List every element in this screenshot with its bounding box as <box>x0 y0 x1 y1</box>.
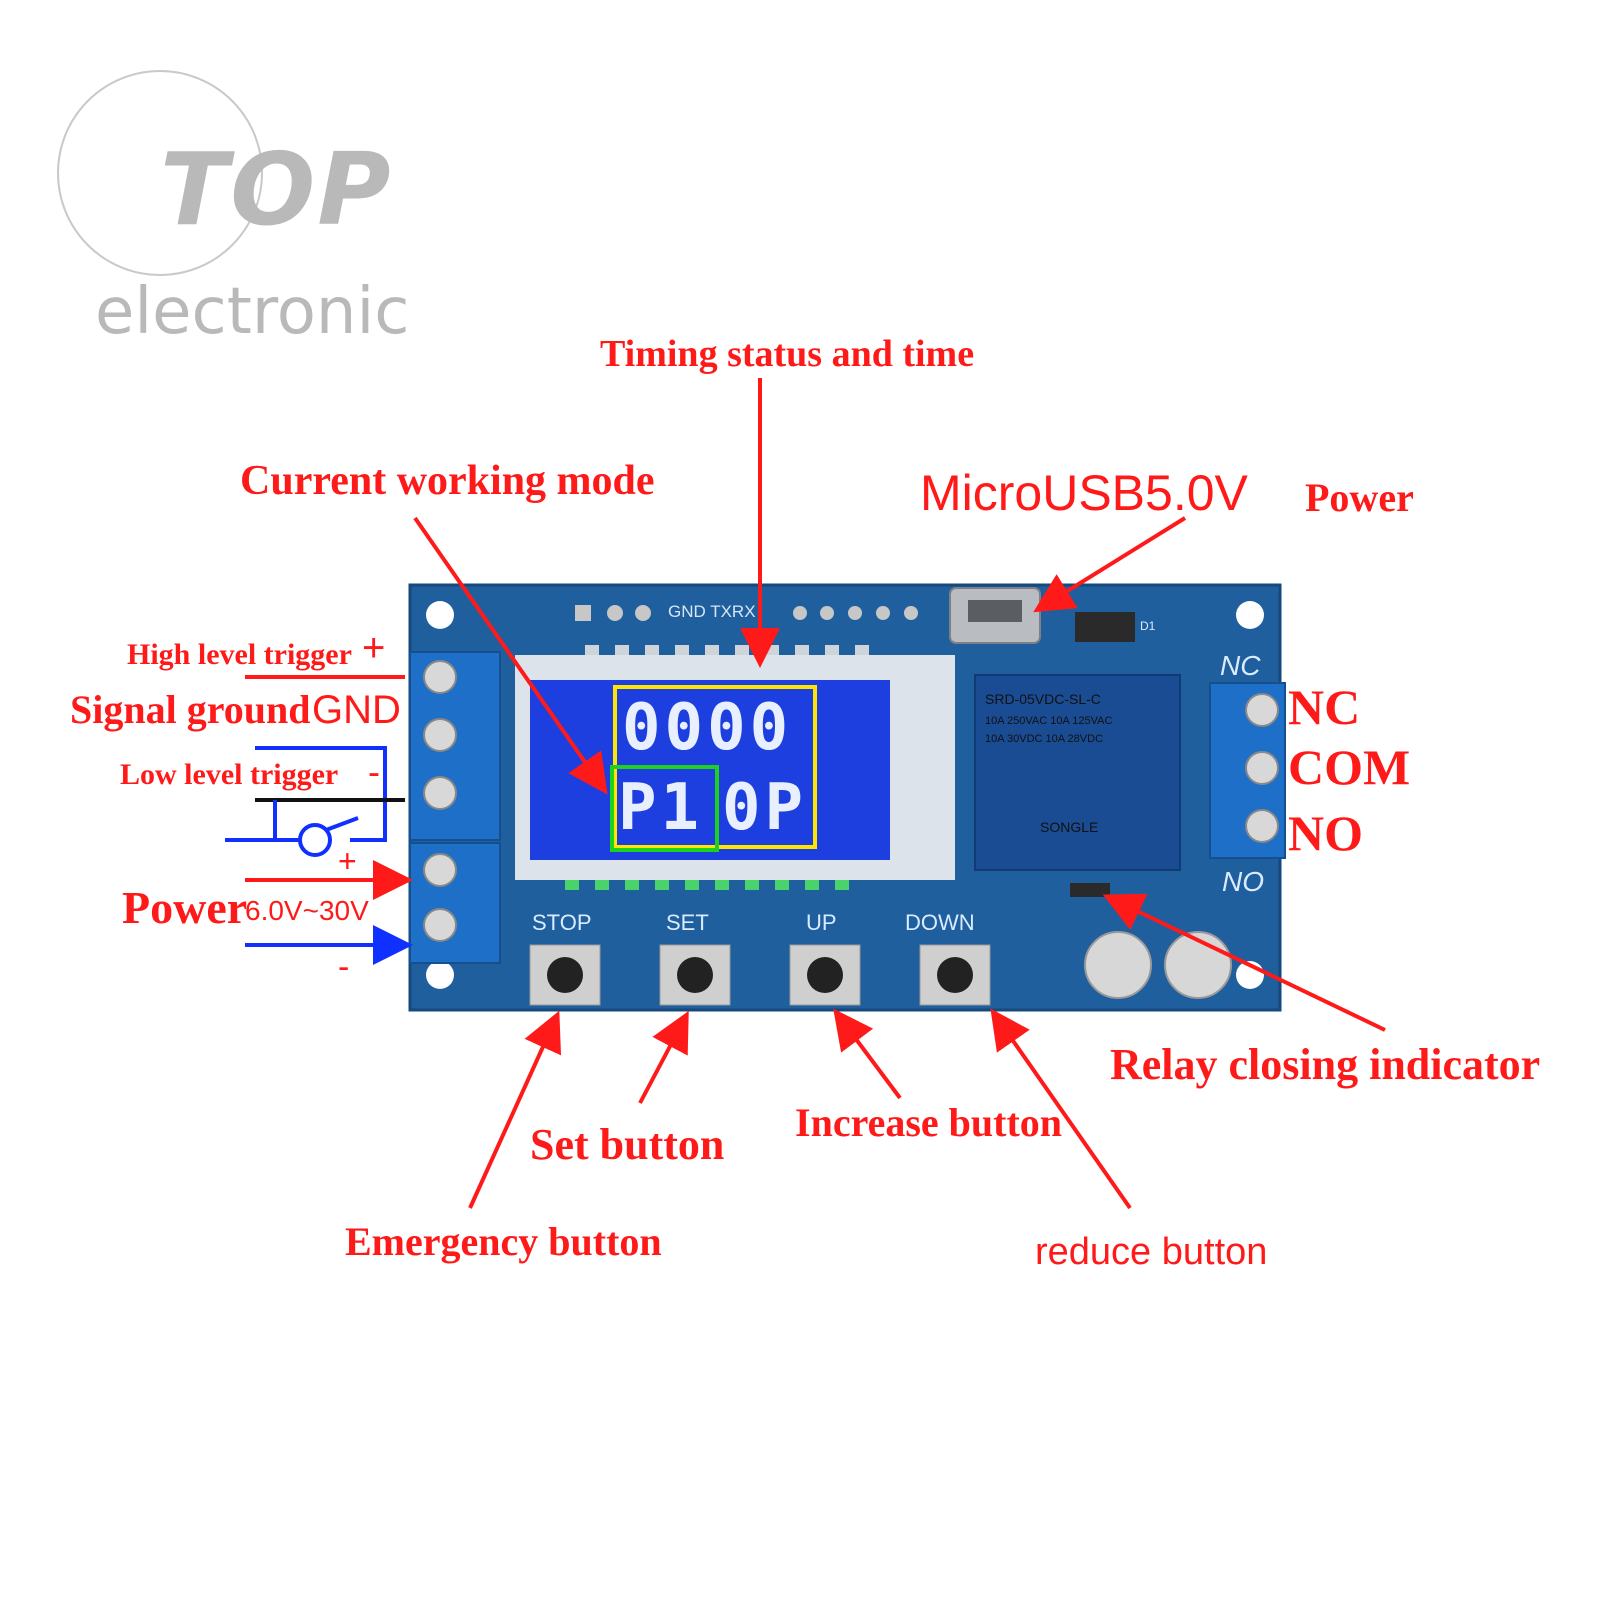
screw <box>1245 693 1279 727</box>
arrow-set <box>638 1010 689 1104</box>
label-usb-power: MicroUSB5.0V <box>920 465 1248 521</box>
via <box>793 606 807 620</box>
arrow-usb <box>1033 516 1187 613</box>
capacitor <box>1084 931 1152 999</box>
silk-no: NO <box>1222 866 1264 897</box>
relay-led <box>1070 883 1110 897</box>
screw <box>423 853 457 887</box>
label-current-mode: Current working mode <box>240 458 655 504</box>
label-signal-ground: Signal ground <box>70 687 311 732</box>
arrow-emergency <box>468 1010 562 1209</box>
relay-rating-1: 10A 250VAC 10A 125VAC <box>985 715 1113 727</box>
screw <box>423 718 457 752</box>
lcd-mode: P1 <box>618 771 704 845</box>
arrow-indicator <box>1102 893 1386 1032</box>
arrow-increase <box>833 1008 902 1100</box>
tact-button-up <box>789 944 861 1006</box>
terminal-block-power <box>409 842 501 964</box>
header-pad <box>607 605 623 621</box>
silk-set: SET <box>666 910 709 935</box>
mode-highlight <box>610 765 719 852</box>
label-relay-com: COM <box>1288 739 1411 795</box>
label-power-minus: - <box>338 948 350 986</box>
lcd-pins-bottom <box>565 880 849 890</box>
relay <box>974 674 1181 871</box>
silk-down: DOWN <box>905 910 975 935</box>
switch-lever <box>325 816 359 832</box>
via <box>848 606 862 620</box>
screw <box>423 660 457 694</box>
logo-circle <box>57 70 263 276</box>
label-emergency-button: Emergency button <box>345 1219 662 1264</box>
label-gnd: GND <box>312 688 401 732</box>
logo-top: TOP <box>160 131 393 248</box>
screw <box>1245 751 1279 785</box>
label-relay-nc: NC <box>1288 679 1361 735</box>
silk-header: GND TXRX <box>668 602 756 621</box>
screw <box>1245 809 1279 843</box>
label-reduce-button: reduce button <box>1035 1231 1268 1273</box>
mount-hole <box>426 601 454 629</box>
tact-button-stop <box>529 944 601 1006</box>
arrow-reduce <box>990 1008 1132 1210</box>
mount-hole <box>1236 601 1264 629</box>
label-relay-indicator: Relay closing indicator <box>1110 1040 1541 1089</box>
via <box>820 606 834 620</box>
diode <box>1075 612 1135 642</box>
logo-subtitle: electronic <box>95 275 410 349</box>
wire-gnd <box>255 746 387 842</box>
switch-contact <box>298 823 332 857</box>
relay-model: SRD-05VDC-SL-C <box>985 691 1101 707</box>
label-high-trigger: High level trigger <box>127 638 352 671</box>
label-high-plus: + <box>362 626 386 670</box>
header-pad <box>575 605 591 621</box>
screw <box>423 776 457 810</box>
silk-diode: D1 <box>1140 619 1156 633</box>
label-voltage: 6.0V~30V <box>245 895 369 926</box>
label-low-minus: - <box>368 751 380 792</box>
via <box>876 606 890 620</box>
label-usb-power-suffix: Power <box>1305 475 1414 520</box>
via <box>904 606 918 620</box>
label-relay-no: NO <box>1288 805 1363 861</box>
relay-rating-2: 10A 30VDC 10A 28VDC <box>985 733 1104 745</box>
lcd-status: 0P <box>722 771 808 845</box>
label-switch-plus: + <box>338 843 357 879</box>
arrow-mode <box>413 516 608 795</box>
label-power: Power <box>122 882 248 933</box>
silk-nc: NC <box>1220 650 1261 681</box>
tact-button-down <box>919 944 991 1006</box>
label-timing-status: Timing status and time <box>600 333 975 375</box>
header-pad <box>635 605 651 621</box>
label-low-trigger: Low level trigger <box>120 758 339 791</box>
silk-up: UP <box>806 910 837 935</box>
wire-switch <box>273 800 300 842</box>
lcd-time: 0000 <box>622 691 793 765</box>
label-set-button: Set button <box>530 1120 725 1169</box>
silk-stop: STOP <box>532 910 592 935</box>
relay-brand: SONGLE <box>1040 819 1099 835</box>
screw <box>423 908 457 942</box>
label-increase-button: Increase button <box>795 1100 1063 1145</box>
mount-hole <box>426 961 454 989</box>
tact-button-set <box>659 944 731 1006</box>
